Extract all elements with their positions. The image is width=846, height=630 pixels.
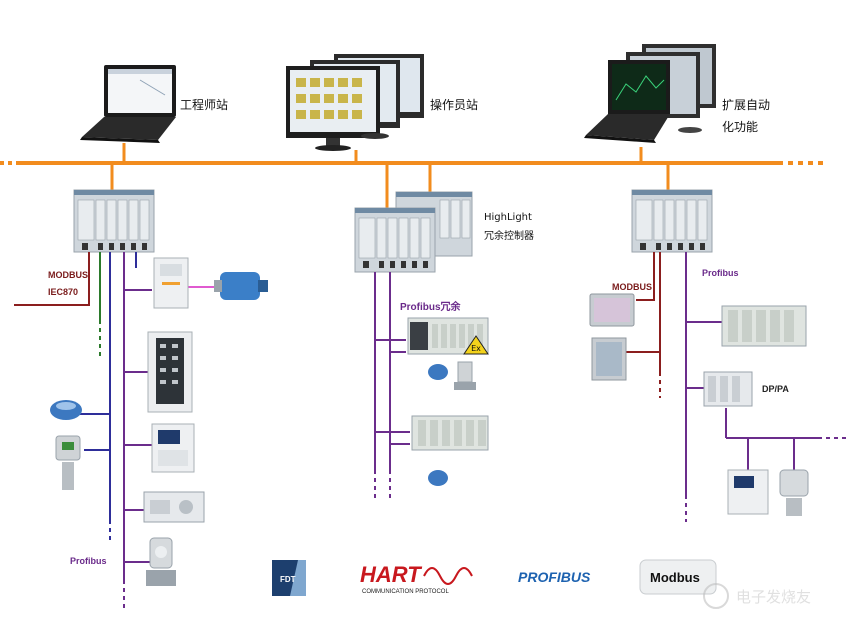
flow-transmitter-icon bbox=[146, 537, 176, 586]
left-buses bbox=[14, 252, 216, 612]
switchgear-cabinet-icon bbox=[147, 331, 193, 413]
watermark-text: 电子发烧友 bbox=[736, 588, 811, 606]
industrial-pc-icon bbox=[591, 337, 627, 381]
fdt-logo: FDT bbox=[272, 560, 306, 596]
watermark: 电子发烧友 bbox=[703, 583, 811, 609]
svg-text:Ex: Ex bbox=[471, 344, 481, 353]
engineering-station-label: 工程师站 bbox=[180, 98, 229, 112]
extended-functions-label-line2: 化功能 bbox=[722, 120, 759, 134]
right-relay-icon bbox=[727, 469, 769, 515]
dp-pa-label: DP/PA bbox=[762, 384, 789, 394]
profibus-right-label: Profibus bbox=[702, 268, 739, 278]
hart-subtitle: COMMUNICATION PROTOCOL bbox=[362, 589, 449, 595]
middle-sensor-1-icon bbox=[428, 361, 476, 390]
modbus-right-label: MODBUS bbox=[612, 282, 652, 292]
profibus-logo-text: PROFIBUS bbox=[518, 569, 591, 585]
middle-buses bbox=[374, 272, 410, 500]
right-buses bbox=[624, 252, 846, 522]
valve-positioner-icon bbox=[143, 491, 205, 523]
hmi-panel-icon bbox=[589, 293, 635, 327]
temperature-transmitter-icon bbox=[50, 400, 82, 420]
engineering-laptop-icon bbox=[80, 65, 176, 143]
motor-protection-relay-icon bbox=[151, 423, 195, 473]
highlight-controller-icon bbox=[354, 191, 473, 273]
highlight-controller-label: HighLight bbox=[484, 212, 532, 223]
frequency-drive-icon bbox=[153, 257, 189, 309]
right-transmitter-icon bbox=[779, 469, 809, 516]
pressure-transmitter-icon bbox=[55, 435, 81, 490]
modbus-logo: Modbus bbox=[639, 559, 717, 595]
profibus-redundant-label: Profibus冗余 bbox=[400, 302, 461, 313]
profibus-logo: PROFIBUS bbox=[514, 560, 610, 596]
modbus-logo-text: Modbus bbox=[650, 570, 700, 585]
profibus-left-label: Profibus bbox=[70, 556, 107, 566]
modbus-left-label: MODBUS bbox=[48, 270, 88, 280]
right-controller-icon bbox=[631, 189, 713, 253]
remote-io-icon bbox=[721, 305, 807, 347]
operator-station-label: 操作员站 bbox=[430, 98, 479, 112]
iec870-label: IEC870 bbox=[48, 287, 79, 297]
highlight-controller-label-line2: 冗余控制器 bbox=[484, 231, 534, 242]
ethernet-backbone bbox=[0, 143, 828, 210]
fdt-logo-text: FDT bbox=[280, 575, 296, 584]
extended-functions-label: 扩展自动 bbox=[722, 98, 771, 112]
dp-pa-coupler-icon bbox=[703, 371, 753, 407]
explosion-proof-icon: Ex bbox=[463, 335, 489, 355]
operator-station-icon bbox=[286, 54, 424, 151]
motor-icon bbox=[214, 272, 268, 300]
extended-laptop-icon bbox=[584, 44, 716, 143]
io-module-icon bbox=[411, 415, 489, 451]
middle-sensor-2-icon bbox=[428, 470, 448, 486]
hart-logo-text: HART bbox=[360, 562, 422, 587]
hart-logo: HART COMMUNICATION PROTOCOL bbox=[360, 562, 473, 595]
left-controller-icon bbox=[73, 189, 155, 253]
